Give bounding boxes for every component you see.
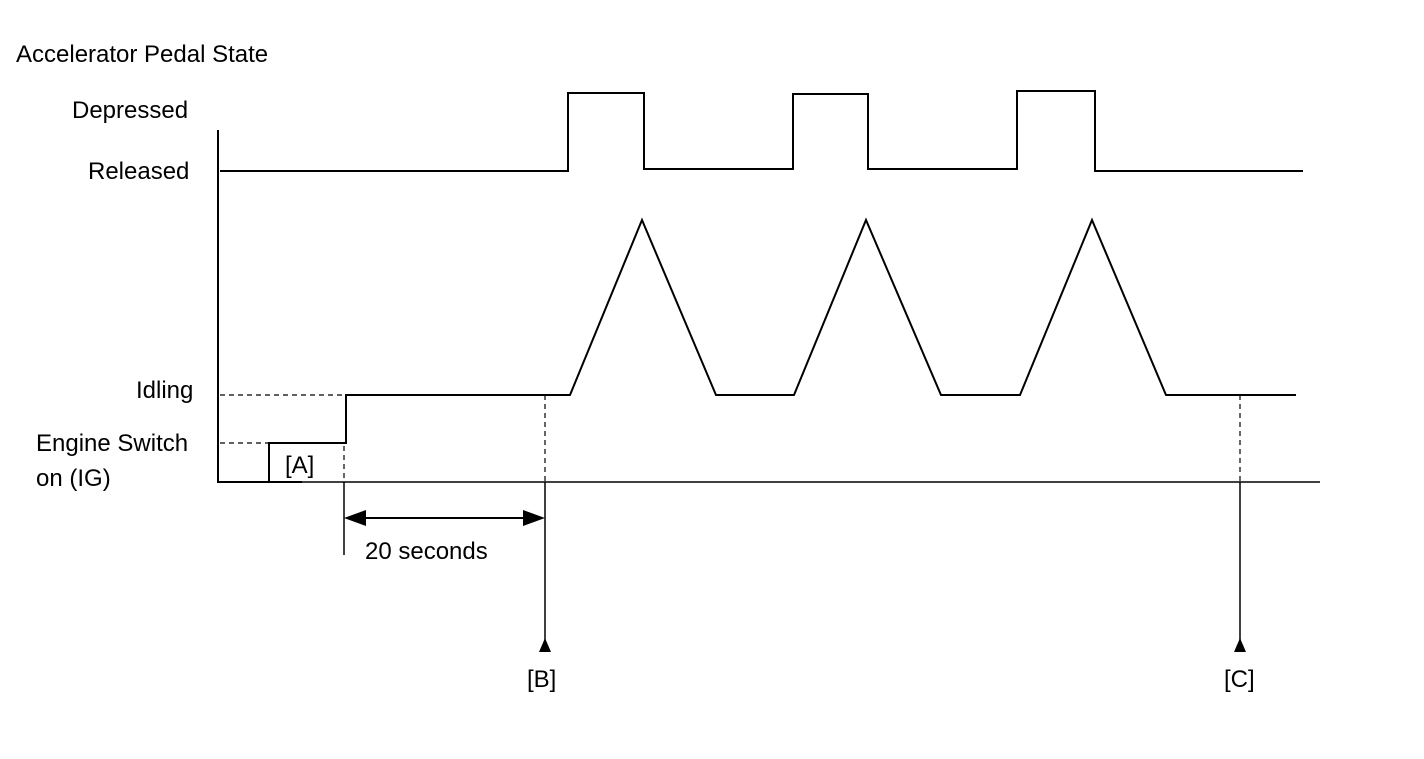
engine-switch-step-waveform <box>218 394 545 483</box>
interval-arrow-left-head <box>344 510 366 526</box>
idling-label: Idling <box>136 377 193 404</box>
released-label: Released <box>88 158 189 185</box>
engine-switch-label-line2: on (IG) <box>36 465 111 492</box>
marker-c-label: [C] <box>1224 666 1255 693</box>
depressed-label: Depressed <box>72 97 188 124</box>
marker-a-label: [A] <box>285 452 314 479</box>
marker-b-label: [B] <box>527 666 556 693</box>
interval-arrow-right-head <box>523 510 545 526</box>
engine-switch-label-line1: Engine Switch <box>36 430 188 457</box>
marker-b-arrow-head <box>539 638 551 652</box>
marker-c-arrow-head <box>1234 638 1246 652</box>
interval-label: 20 seconds <box>365 538 488 565</box>
diagram-title: Accelerator Pedal State <box>16 41 268 68</box>
engine-speed-waveform <box>545 217 1296 396</box>
pedal-state-waveform <box>220 90 1303 172</box>
